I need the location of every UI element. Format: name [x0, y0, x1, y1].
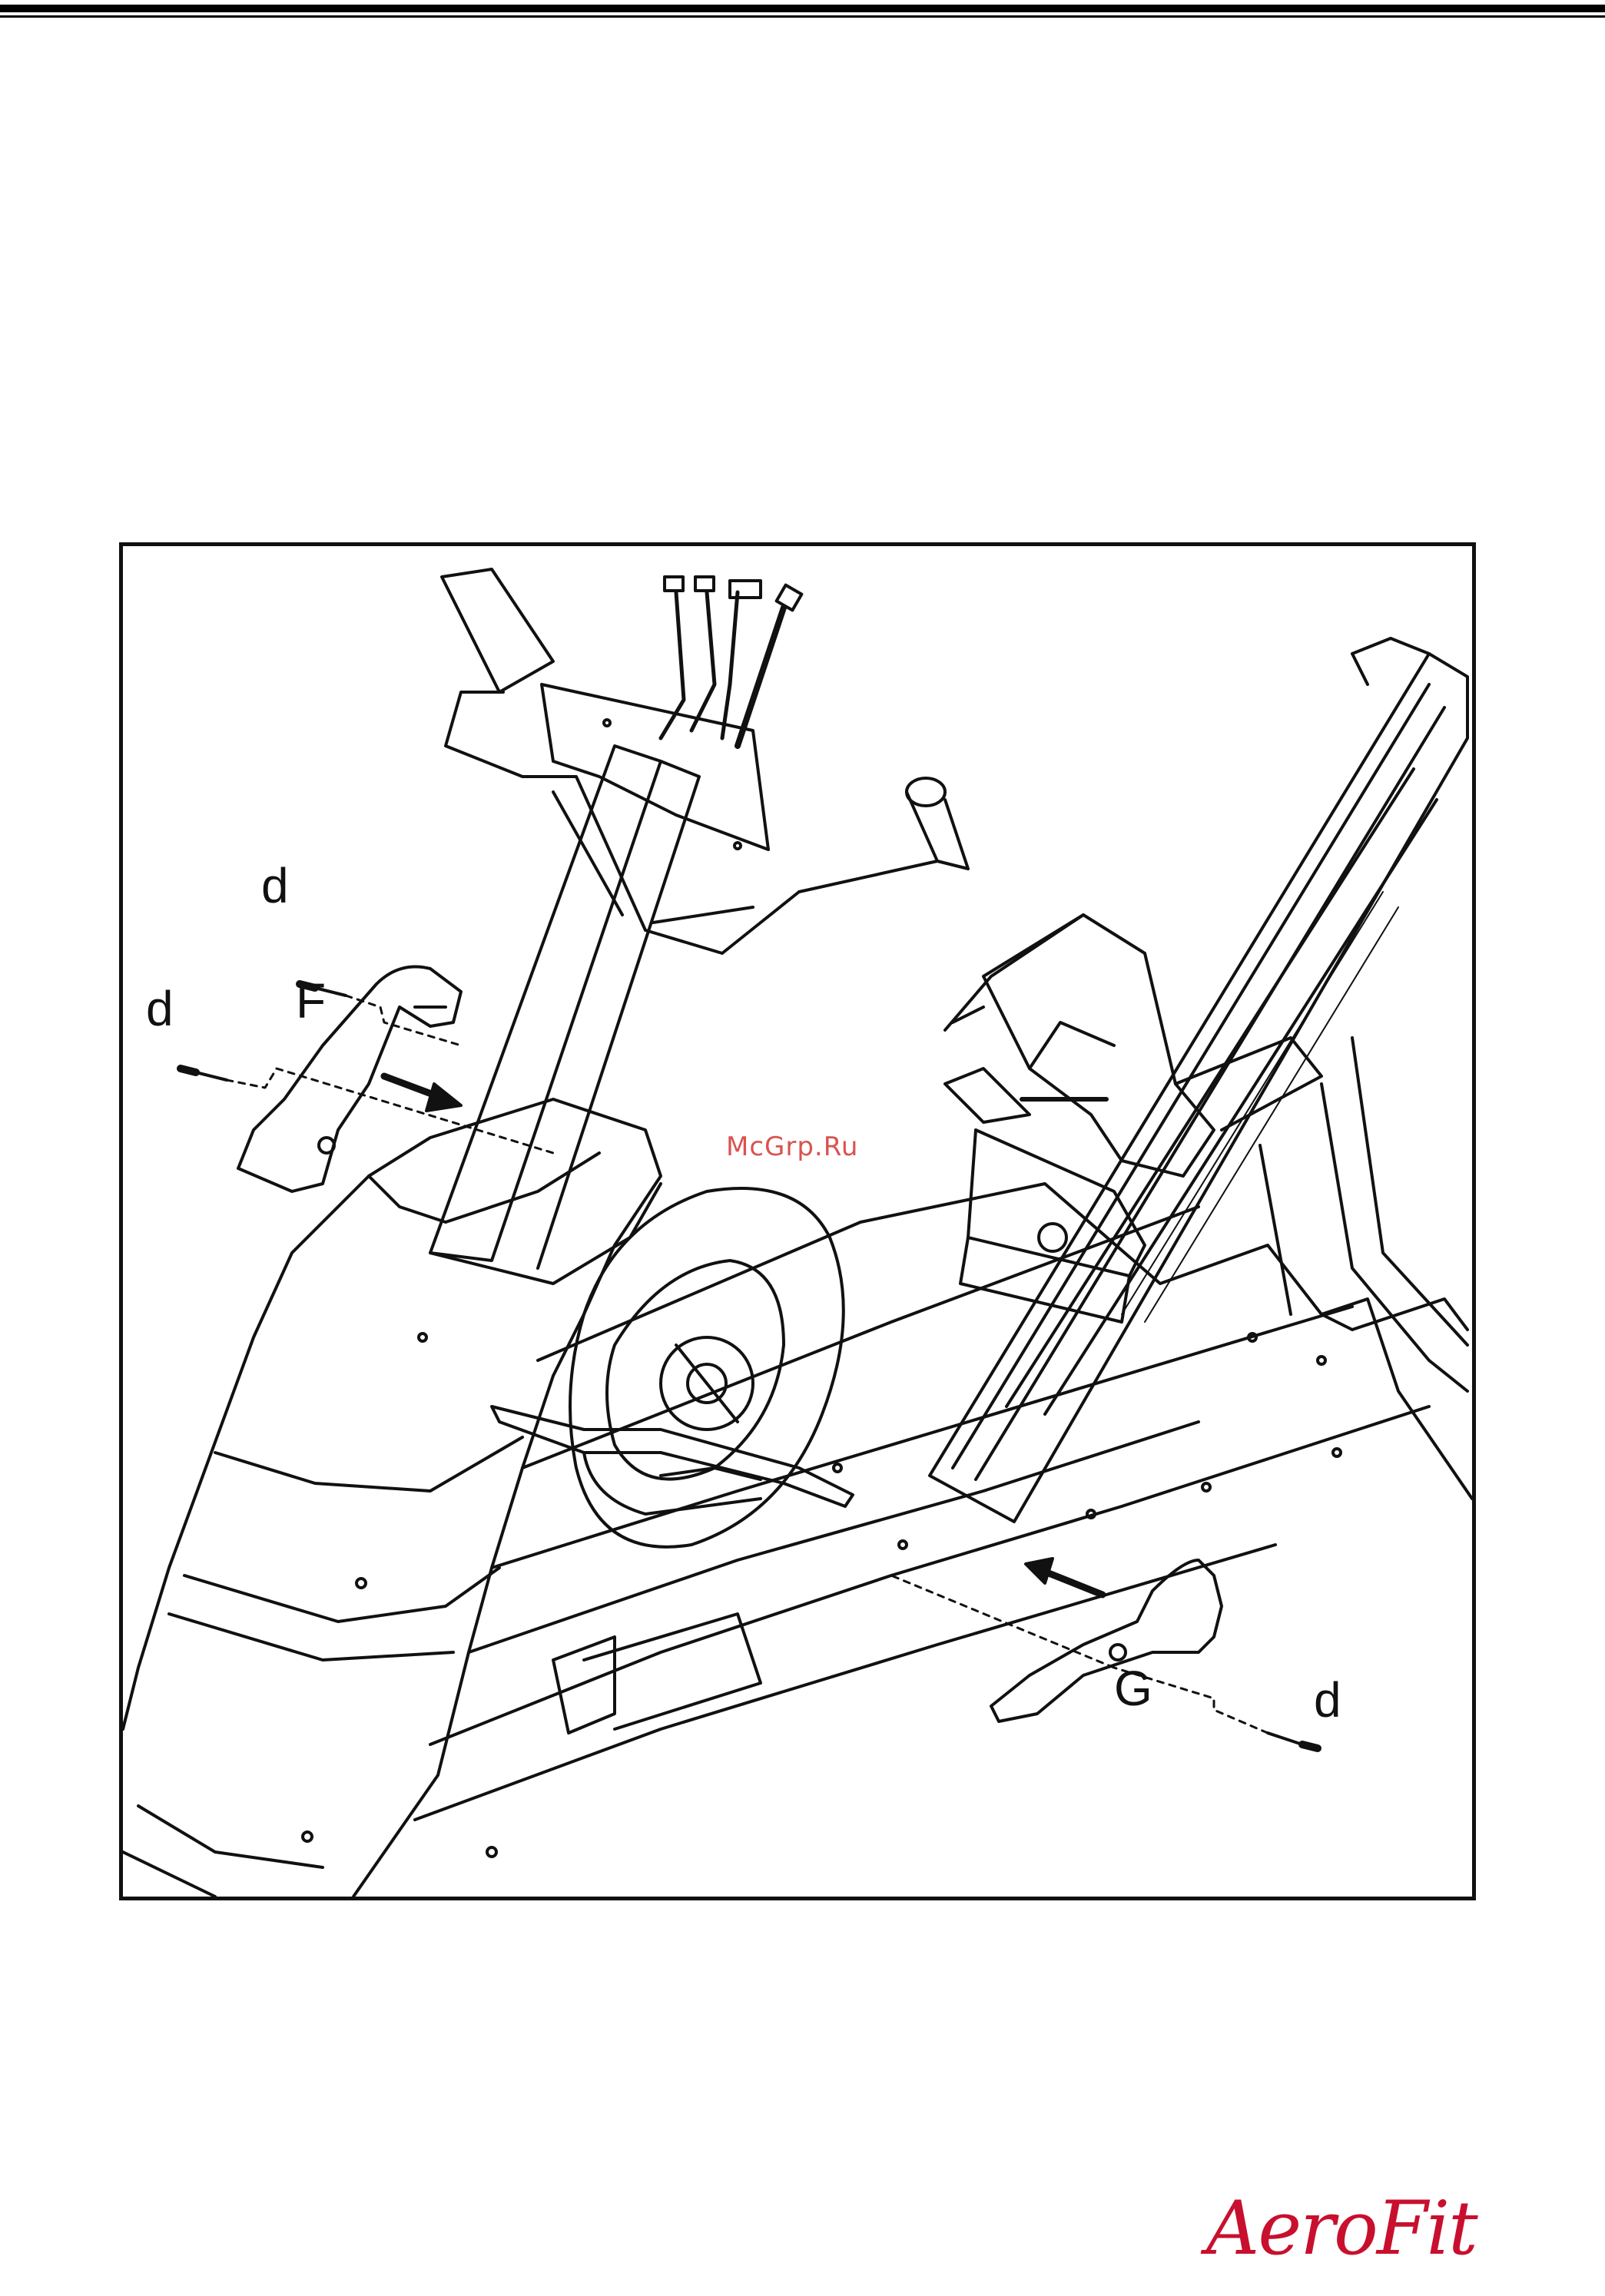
- console-post: [430, 684, 768, 1268]
- label-part-g: G: [1114, 1664, 1152, 1713]
- assembly-diagram-frame: d F d G d: [119, 542, 1476, 1900]
- front-shroud: [123, 1099, 661, 1897]
- seat-rail-frame: [930, 638, 1467, 1522]
- label-part-f: F: [296, 976, 326, 1025]
- aerofit-logo: AeroFit: [1206, 2185, 1477, 2271]
- label-screw-d-left: d: [146, 984, 174, 1033]
- header-rule-thin: [0, 15, 1605, 18]
- handlebars: [442, 569, 968, 953]
- console-cables: [661, 577, 801, 746]
- exercise-bike-assembly-drawing: [123, 546, 1472, 1897]
- label-screw-d-top: d: [261, 861, 289, 910]
- header-rule-thick: [0, 5, 1605, 12]
- watermark: McGrp.Ru: [726, 1131, 858, 1162]
- part-g-cover: [991, 1560, 1222, 1721]
- flywheel: [570, 1188, 844, 1547]
- part-f-cover: [238, 967, 461, 1192]
- label-screw-d-right: d: [1314, 1675, 1341, 1724]
